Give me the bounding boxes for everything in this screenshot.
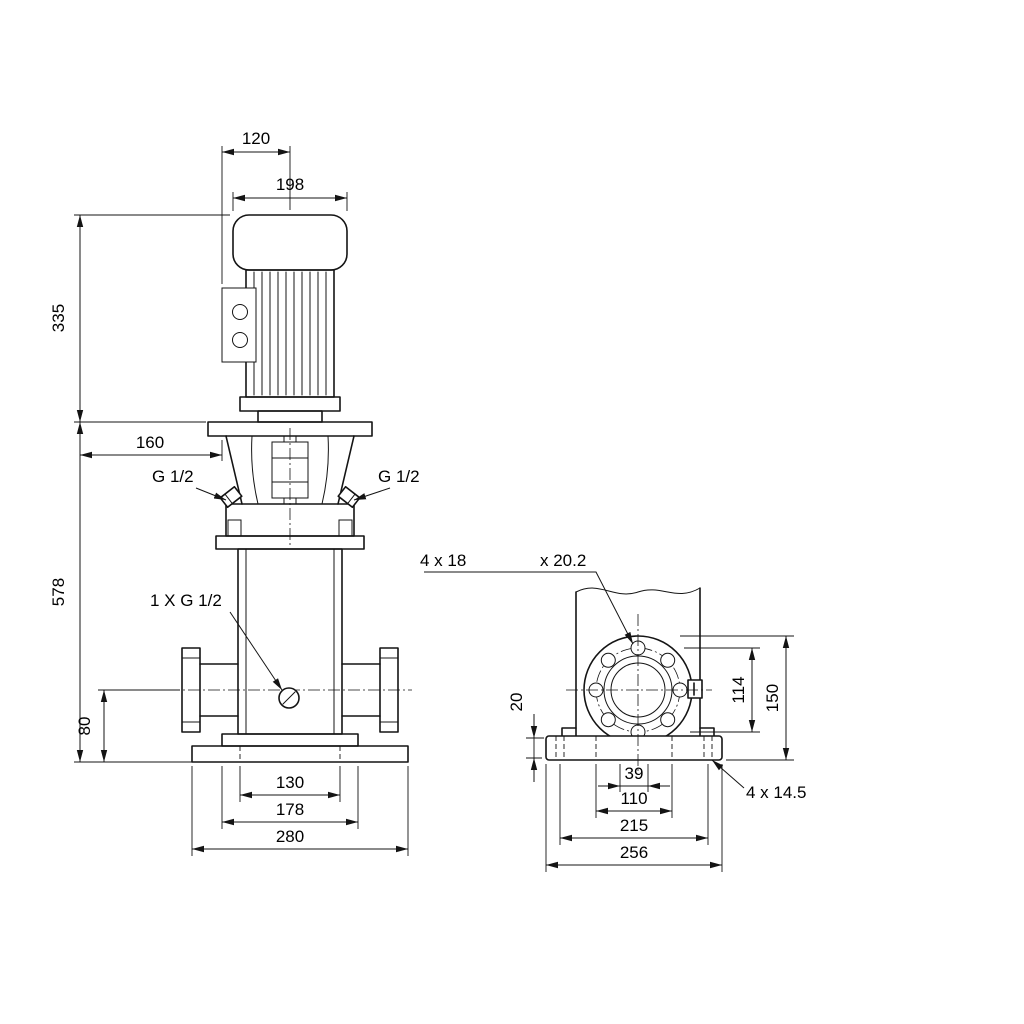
base-plate-holes-hidden — [555, 736, 713, 760]
tie-bolt-nut-left — [227, 519, 242, 537]
front-view-dimensions: 120 198 335 578 160 G 1/2 G 1/2 1 X G 1/… — [49, 129, 420, 856]
base-plate — [191, 745, 409, 763]
label-baseplate-holes: 4 x 14.5 — [746, 783, 807, 802]
dim-flange-height: 150 — [763, 684, 782, 712]
ext-215 — [559, 764, 709, 845]
base-plate-side — [545, 735, 723, 761]
label-right-port: G 1/2 — [378, 467, 420, 486]
dim-motor-width: 198 — [276, 175, 304, 194]
ext-20 — [526, 737, 544, 759]
label-left-port: G 1/2 — [152, 467, 194, 486]
leader-drain-port — [229, 611, 283, 691]
terminal-box — [221, 287, 257, 363]
leader-flange-holes — [424, 571, 634, 645]
dim-hole-spacing-outer: 215 — [620, 816, 648, 835]
leader-baseplate-holes — [711, 759, 745, 789]
leader-left-port — [195, 487, 227, 501]
bolt-hole-4 — [600, 712, 616, 728]
column-sides — [575, 587, 701, 737]
drain-plug-slot — [282, 691, 296, 705]
side-view — [545, 587, 723, 772]
ext-335 — [74, 214, 230, 423]
ext-256 — [545, 764, 723, 872]
dim-port-height: 80 — [75, 717, 94, 736]
ext-178 — [221, 766, 359, 829]
dim-coupling-width: 160 — [136, 433, 164, 452]
foot-flange — [221, 733, 359, 747]
side-view-dimensions: 4 x 18 x 20.2 20 114 150 39 110 215 256 — [420, 551, 807, 872]
dim-hub-width: 39 — [625, 764, 644, 783]
bolt-hole-6 — [600, 652, 616, 668]
motor-body — [245, 269, 335, 398]
bolt-hole-8 — [660, 652, 676, 668]
chamber-stack — [168, 548, 412, 735]
dim-baseplate-thickness: 20 — [507, 693, 526, 712]
stool-window-edges — [251, 435, 329, 505]
motor-neck — [257, 410, 323, 423]
suction-flange-bolts — [181, 657, 201, 723]
motor-end-bracket — [239, 396, 341, 412]
dim-base-width: 280 — [276, 827, 304, 846]
vent-plug-right-line — [347, 493, 356, 505]
dim-motor-height: 335 — [49, 304, 68, 332]
sleeve-inner-lines — [245, 548, 335, 735]
pump-base — [191, 733, 409, 763]
motor — [221, 214, 348, 423]
dim-pump-height: 578 — [49, 578, 68, 606]
dim-base-foot-width: 178 — [276, 800, 304, 819]
motor-cooling-fins — [253, 271, 327, 396]
bolt-hole-2 — [660, 712, 676, 728]
dim-terminal-box-width: 120 — [242, 129, 270, 148]
vent-port-right — [337, 485, 361, 509]
foot-flange-side — [561, 727, 715, 737]
ext-114 — [684, 647, 760, 733]
ext-150 — [680, 635, 794, 761]
motor-fan-cover — [232, 214, 348, 271]
gauge-tap-boss — [687, 679, 703, 699]
dim-baseplate-length: 256 — [620, 843, 648, 862]
discharge-flange-bolts — [379, 657, 399, 723]
vent-plug-left — [219, 485, 243, 509]
motor-stool — [207, 421, 373, 545]
front-view — [168, 214, 412, 763]
dim-flange-diameter: 114 — [729, 676, 748, 703]
vent-plug-right — [337, 485, 361, 509]
vent-plug-left-line — [224, 493, 233, 505]
cable-entry-top — [232, 304, 248, 320]
ext-280 — [191, 766, 409, 856]
label-flange-holes: 4 x 18 — [420, 551, 466, 570]
port-necks — [199, 663, 381, 717]
break-line — [575, 587, 701, 595]
leader-right-port — [353, 487, 391, 501]
cable-entry-bottom — [232, 332, 248, 348]
label-drain-port: 1 X G 1/2 — [150, 591, 222, 610]
dim-hole-spacing-inner: 110 — [620, 789, 647, 808]
tie-bolt-nut-right — [338, 519, 353, 537]
label-flange-holes-diameter: x 20.2 — [540, 551, 586, 570]
base-holes-hidden — [239, 746, 341, 762]
vent-port-left — [219, 485, 243, 509]
dim-base-hole-spacing: 130 — [276, 773, 304, 792]
